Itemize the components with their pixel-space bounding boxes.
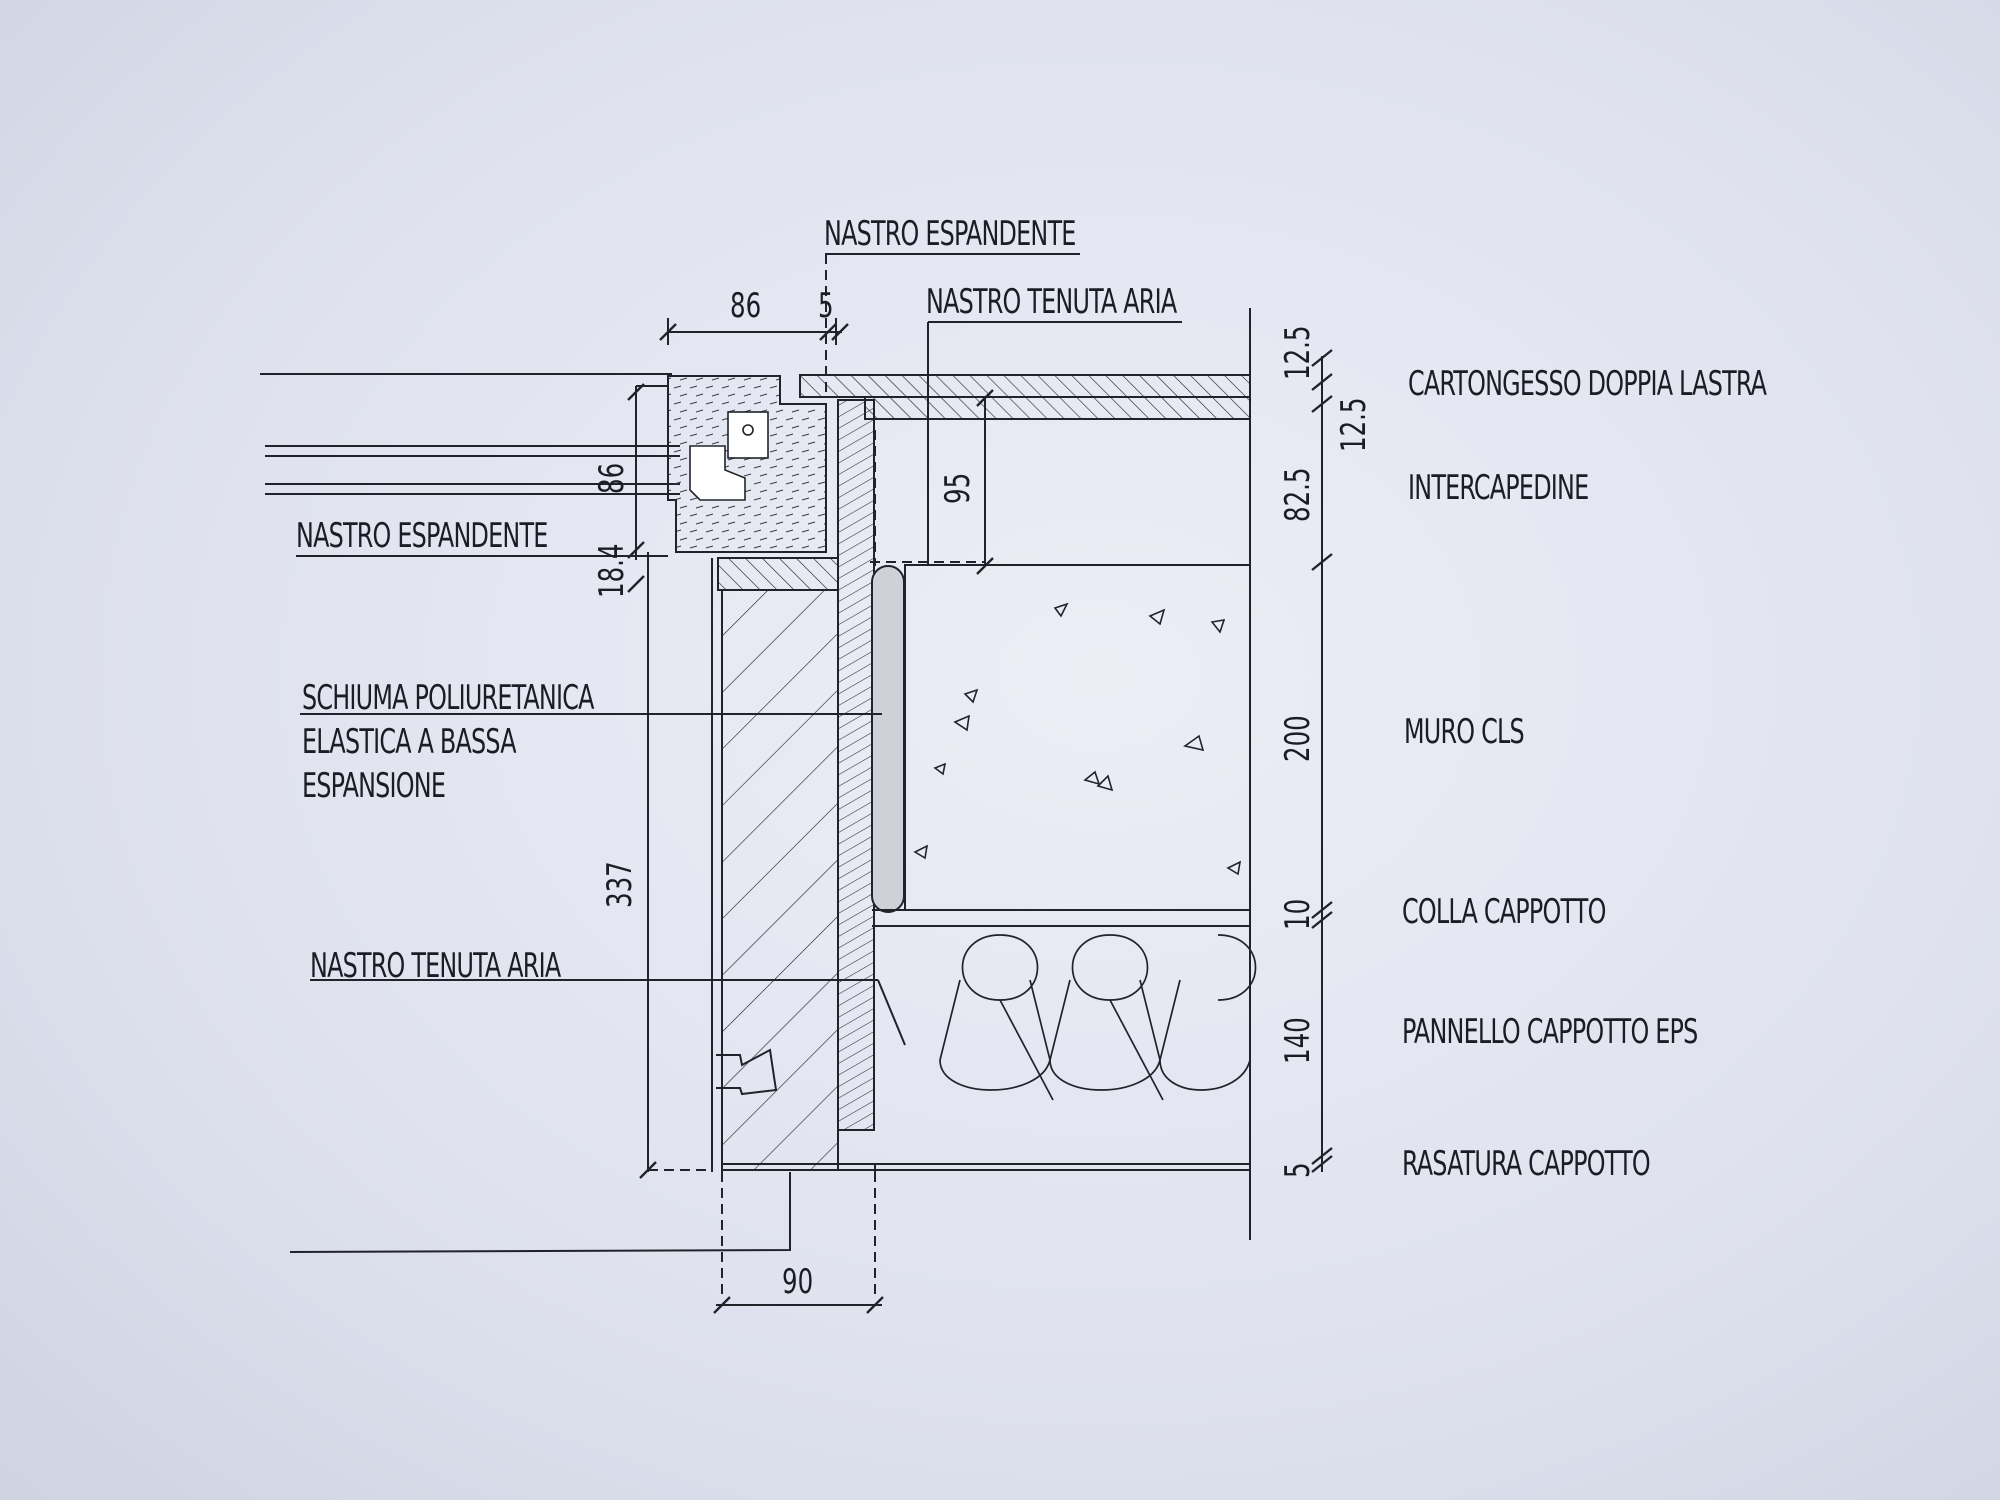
layer-label-muro-cls: MURO CLS	[1404, 712, 1525, 752]
label-nastro-espandente-top: NASTRO ESPANDENTE	[824, 214, 1076, 254]
layer-label-rasatura: RASATURA CAPPOTTO	[1402, 1144, 1651, 1184]
dim-top-86: 86	[730, 286, 762, 326]
dim-gap-18-4: 18.4	[592, 543, 632, 598]
pu-foam	[871, 565, 905, 913]
dim-depth-95: 95	[938, 472, 978, 504]
sill-strip	[717, 557, 839, 591]
label-nastro-tenuta-aria-top: NASTRO TENUTA ARIA	[926, 282, 1177, 322]
label-schiuma-line1: SCHIUMA POLIURETANICA	[302, 678, 594, 718]
frame-profile	[689, 445, 746, 501]
window-frame	[667, 375, 827, 553]
label-schiuma-line2: ELASTICA A BASSA	[302, 722, 517, 762]
label-schiuma-line3: ESPANSIONE	[302, 766, 446, 806]
layer-label-colla-cappotto: COLLA CAPPOTTO	[1402, 892, 1606, 932]
dim-ticks-right	[1311, 349, 1333, 1173]
layer-label-pannello-eps: PANNELLO CAPPOTTO EPS	[1402, 1012, 1698, 1052]
clip-detail	[716, 1048, 778, 1096]
layer-label-cartongesso: CARTONGESSO DOPPIA LASTRA	[1408, 364, 1767, 404]
dim-right-10: 10	[1278, 898, 1318, 930]
dim-right-12-5-b: 12.5	[1334, 397, 1374, 452]
plasterboard-inner	[864, 396, 1251, 420]
dim-right-5: 5	[1278, 1162, 1318, 1178]
plywood-board	[837, 399, 875, 1131]
dim-frame-86: 86	[592, 462, 632, 494]
label-nastro-tenuta-aria-left: NASTRO TENUTA ARIA	[310, 946, 561, 986]
dim-bottom-90: 90	[782, 1262, 814, 1302]
frame-screw	[742, 424, 754, 436]
concrete-aggregates	[913, 602, 1242, 876]
dim-top-5: 5	[818, 286, 834, 326]
eps-insulation	[939, 934, 1257, 1101]
dim-right-82-5: 82.5	[1278, 467, 1318, 522]
dim-right-200: 200	[1278, 715, 1318, 762]
label-nastro-espandente-left: NASTRO ESPANDENTE	[296, 516, 548, 556]
dim-total-337: 337	[600, 861, 640, 908]
plasterboard-outer	[799, 374, 1251, 398]
dim-right-140: 140	[1278, 1017, 1318, 1064]
layer-label-intercapedine: INTERCAPEDINE	[1408, 468, 1589, 508]
dim-right-12-5-a: 12.5	[1278, 325, 1318, 380]
timber-subframe	[721, 589, 839, 1171]
